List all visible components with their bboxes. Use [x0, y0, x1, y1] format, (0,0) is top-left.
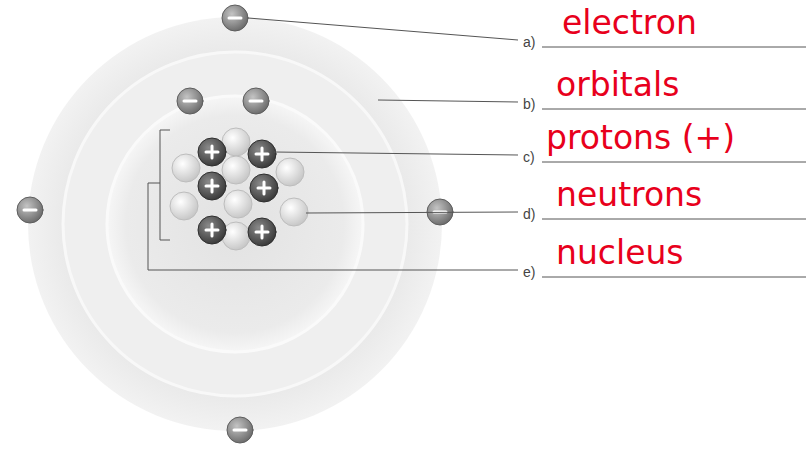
electrons — [17, 5, 453, 443]
question-letter-holder: b) — [523, 95, 535, 113]
nucleus-bracket — [148, 130, 518, 270]
handwritten-answer-holder: protons (+) — [546, 121, 735, 154]
handwritten-answer: neutrons — [556, 178, 702, 211]
question-letter: a) — [523, 35, 535, 49]
handwritten-answer: electron — [562, 6, 697, 39]
handwritten-answer-holder: orbitals — [556, 68, 679, 101]
question-letter: c) — [523, 150, 535, 164]
question-letter: b) — [523, 97, 535, 111]
inner-shell — [107, 96, 363, 352]
handwritten-answer-holder: electron — [562, 6, 697, 39]
neutrons — [170, 128, 308, 250]
handwritten-answer: nucleus — [556, 236, 684, 269]
question-letter-holder: a) — [523, 33, 535, 51]
question-letter-holder: e) — [523, 263, 535, 281]
handwritten-answer: protons (+) — [546, 121, 735, 154]
shell-boundary — [63, 52, 407, 396]
question-letter: e) — [523, 265, 535, 279]
protons — [198, 138, 278, 246]
question-letter-holder: c) — [523, 148, 535, 166]
question-letter-holder: d) — [523, 205, 535, 223]
handwritten-answer-holder: nucleus — [556, 236, 684, 269]
outer-shell — [28, 17, 442, 431]
leader-lines — [248, 18, 518, 213]
handwritten-answer: orbitals — [556, 68, 679, 101]
handwritten-answer-holder: neutrons — [556, 178, 702, 211]
answer-lines — [542, 47, 806, 277]
question-letter: d) — [523, 207, 535, 221]
